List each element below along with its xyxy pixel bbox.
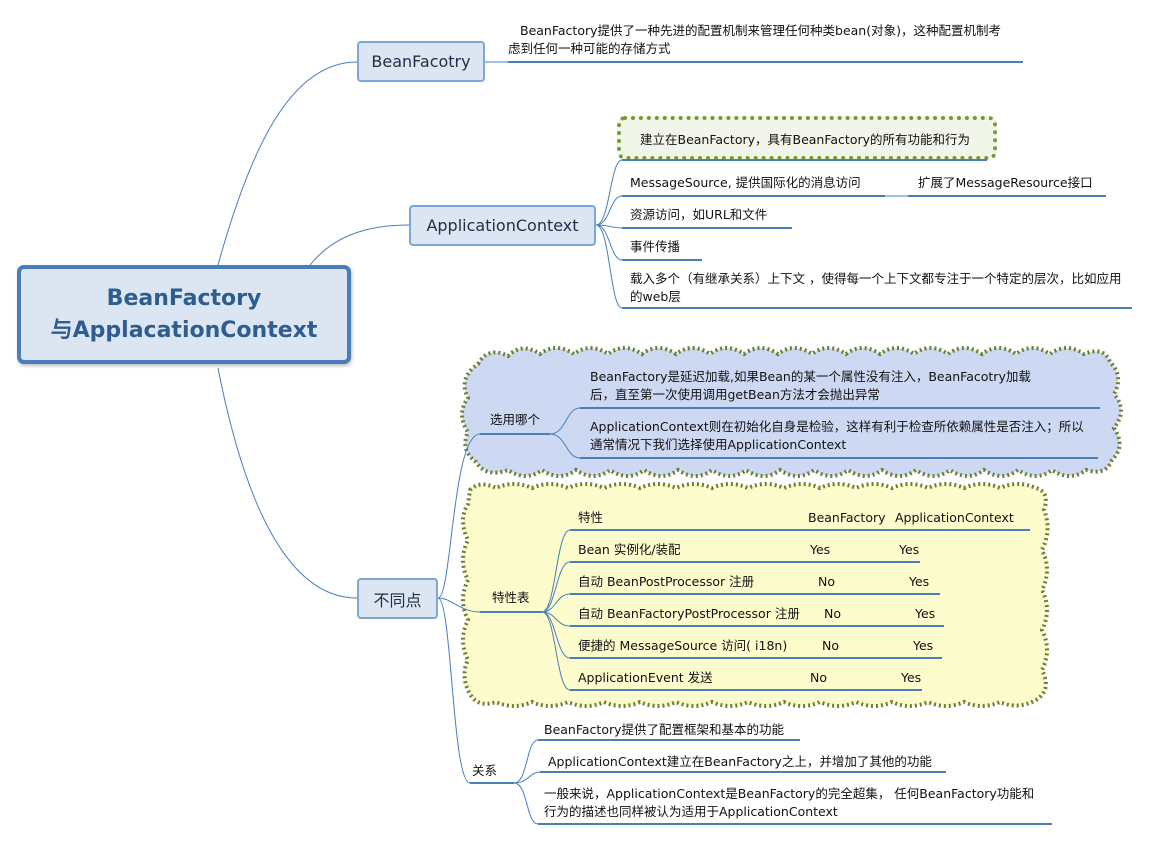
choose-item-2[interactable]: ApplicationContext则在初始化自身是检验，这样有利于检查所依赖属… <box>590 419 1084 452</box>
branch-beanfactory-label: BeanFacotry <box>371 52 471 71</box>
root-node[interactable]: BeanFactory 与ApplacationContext <box>17 265 351 364</box>
table-cell-beanfactory: No <box>810 670 827 685</box>
table-row-underline <box>570 625 944 627</box>
table-cell-feature: ApplicationEvent 发送 <box>578 670 713 685</box>
beanfactory-desc-line2: 虑到任何一种可能的存储方式 <box>508 41 671 56</box>
table-row-underline <box>570 593 940 595</box>
branch-applicationcontext[interactable]: ApplicationContext <box>409 205 596 246</box>
table-label-underline <box>480 611 542 613</box>
appcontext-item-2-underline <box>622 195 885 197</box>
root-title-line2: 与ApplacationContext <box>50 317 318 343</box>
appcontext-item-highlight-box <box>617 116 997 160</box>
root-title-line1: BeanFactory <box>106 285 262 311</box>
table-row-underline <box>570 689 922 691</box>
connector-lines <box>217 61 908 825</box>
table-cell-feature: 自动 BeanPostProcessor 注册 <box>578 574 755 589</box>
table-label[interactable]: 特性表 <box>492 590 530 605</box>
relation-item-1[interactable]: BeanFactory提供了配置框架和基本的功能 <box>544 722 785 737</box>
relation-item-2[interactable]: ApplicationContext建立在BeanFactory之上，并增加了其… <box>548 754 932 769</box>
table-row-underline <box>570 657 942 659</box>
branch-differences-label: 不同点 <box>373 590 422 610</box>
table-cell-feature: 便捷的 MessageSource 访问( i18n) <box>578 638 788 653</box>
relation-item-3-underline <box>538 823 1052 825</box>
choose-item-2-underline <box>580 457 1098 459</box>
relation-item-1-underline <box>538 739 800 741</box>
appcontext-item-1-underline <box>622 159 987 161</box>
appcontext-item-3[interactable]: 资源访问，如URL和文件 <box>630 207 768 222</box>
beanfactory-desc-line1: BeanFactory提供了一种先进的配置机制来管理任何种类bean(对象)，这… <box>520 23 1001 38</box>
appcontext-item-2-note[interactable]: 扩展了MessageResource接口 <box>918 175 1093 190</box>
table-cell-applicationcontext: Yes <box>901 670 922 685</box>
table-cell-beanfactory: Yes <box>810 542 831 557</box>
table-cell-beanfactory: No <box>818 574 835 589</box>
choose-label-underline <box>480 433 550 435</box>
choose-item-1-underline <box>580 407 1100 409</box>
table-header-underline <box>570 529 1030 531</box>
beanfactory-desc-underline <box>508 61 1023 63</box>
choose-label[interactable]: 选用哪个 <box>490 412 541 427</box>
table-header-applicationcontext: ApplicationContext <box>895 510 1014 525</box>
appcontext-item-1[interactable]: 建立在BeanFactory，具有BeanFactory的所有功能和行为 <box>640 132 971 147</box>
appcontext-item-5[interactable]: 载入多个（有继承关系）上下文 ，使得每一个上下文都专注于一个特定的层次，比如应用… <box>630 271 1122 304</box>
table-cell-applicationcontext: Yes <box>913 638 934 653</box>
table-cell-applicationcontext: Yes <box>909 574 930 589</box>
table-cell-beanfactory: No <box>822 638 839 653</box>
appcontext-item-2-note-underline <box>908 195 1106 197</box>
table-cell-applicationcontext: Yes <box>899 542 920 557</box>
table-row-underline <box>570 561 920 563</box>
appcontext-item-4[interactable]: 事件传播 <box>630 239 681 254</box>
appcontext-item-5-underline <box>622 307 1132 309</box>
appcontext-item-4-underline <box>622 259 702 261</box>
table-cell-applicationcontext: Yes <box>915 606 936 621</box>
appcontext-item-2[interactable]: MessageSource, 提供国际化的消息访问 <box>630 175 861 190</box>
table-cell-feature: 自动 BeanFactoryPostProcessor 注册 <box>578 606 800 621</box>
branch-applicationcontext-label: ApplicationContext <box>426 216 579 235</box>
branch-beanfactory[interactable]: BeanFacotry <box>357 41 485 82</box>
relation-item-2-underline <box>540 771 946 773</box>
table-cell-feature: Bean 实例化/装配 <box>578 542 681 557</box>
choose-cloud <box>460 346 1123 478</box>
relation-label[interactable]: 关系 <box>472 763 498 778</box>
relation-label-underline <box>470 782 514 784</box>
choose-item-1[interactable]: BeanFactory是延迟加载,如果Bean的某一个属性没有注入，BeanFa… <box>590 369 1031 402</box>
relation-item-3[interactable]: 一般来说，ApplicationContext是BeanFactory的完全超集… <box>544 786 1035 819</box>
table-header-beanfactory: BeanFactory <box>808 510 886 525</box>
branch-differences[interactable]: 不同点 <box>357 578 438 619</box>
table-cloud <box>461 482 1050 708</box>
table-cell-beanfactory: No <box>824 606 841 621</box>
table-header-feature: 特性 <box>578 510 604 525</box>
appcontext-item-3-underline <box>622 227 792 229</box>
